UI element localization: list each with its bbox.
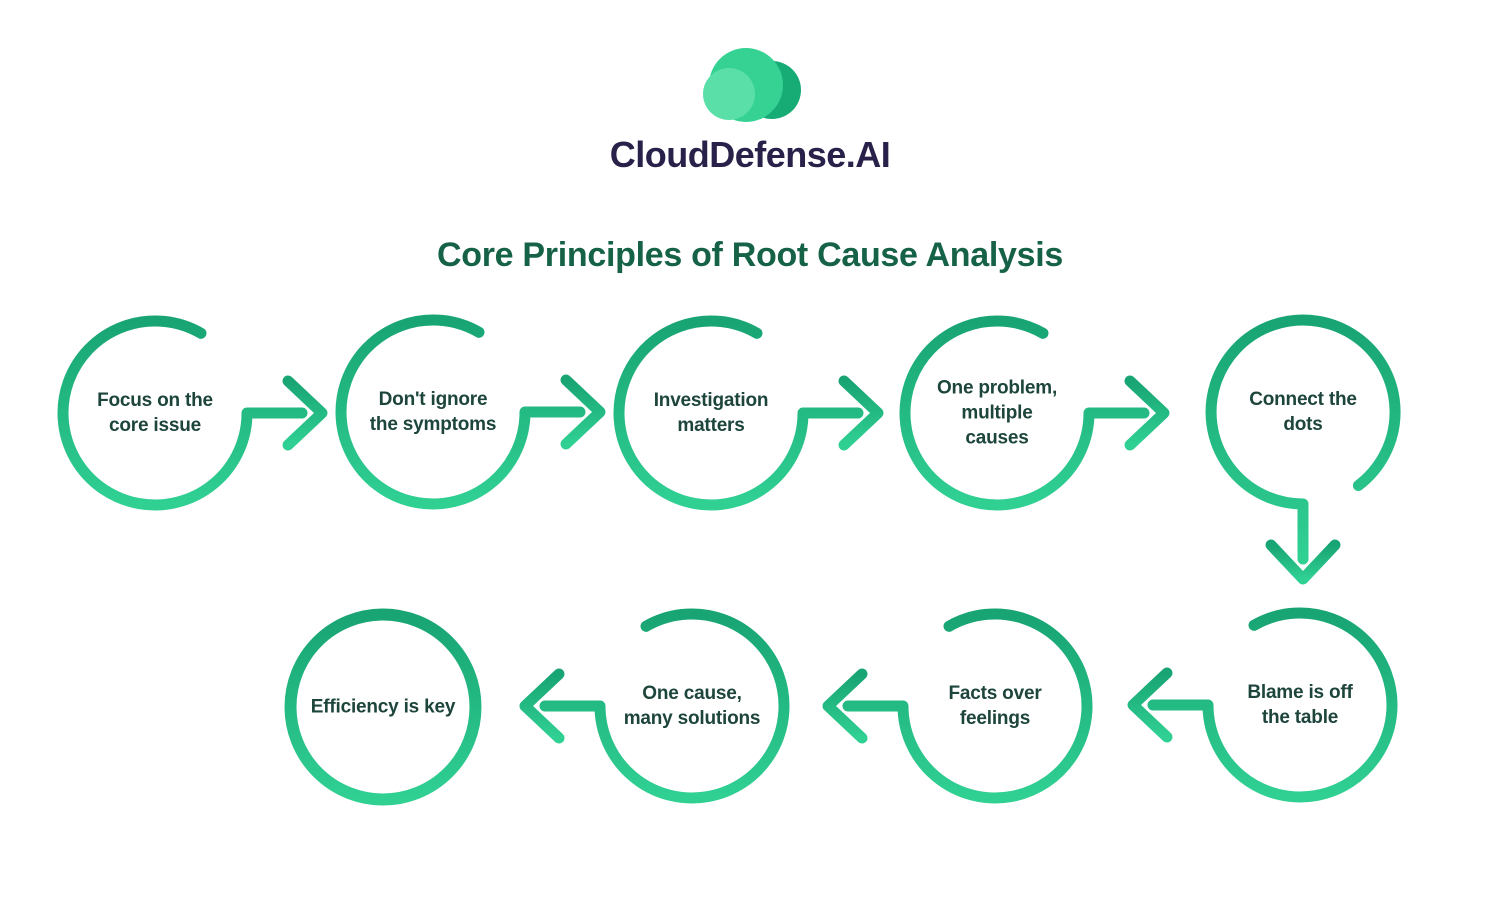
principle-node-9: Efficiency is key (278, 602, 498, 822)
arrow-down-icon (1265, 539, 1341, 585)
principle-node-2: Don't ignore the symptoms (328, 307, 618, 527)
circle-ring (1147, 607, 1398, 803)
principle-node-7: Facts over feelings (810, 601, 1100, 821)
principle-node-5: Connect the dots (1198, 307, 1418, 597)
principle-label-4: One problem, multiple causes (936, 377, 1058, 449)
arrow-left-icon (519, 668, 565, 744)
circle-graphic (284, 608, 482, 806)
circle-arrow-graphic (822, 608, 1093, 804)
circle-ring (57, 315, 308, 511)
circle-ring (335, 314, 586, 510)
arrow-right-icon (282, 375, 328, 451)
principle-label-8: One cause, many solutions (623, 682, 761, 729)
circle-ring (1205, 314, 1401, 565)
arrow-right-icon (838, 375, 884, 451)
principle-label-1: Focus on the core issue (97, 389, 213, 436)
circle-ring (899, 315, 1150, 511)
circle-arrow-graphic (335, 314, 606, 510)
principle-label-5: Connect the dots (1249, 388, 1357, 435)
principle-label-9: Efficiency is key (310, 696, 456, 718)
brand-name: CloudDefense.AI (609, 134, 891, 175)
circle-arrow-graphic (899, 315, 1170, 511)
circle-arrow-graphic (1205, 314, 1401, 585)
arrow-right-icon (560, 374, 606, 450)
cloud-icon (697, 47, 801, 125)
arrow-left-icon (822, 668, 868, 744)
circle-arrow-graphic (613, 315, 884, 511)
principle-label-6: Blame is off the table (1247, 681, 1353, 728)
principle-node-6: Blame is off the table (1115, 600, 1405, 820)
circle-ring (539, 608, 790, 804)
circle-arrow-graphic (519, 608, 790, 804)
arrow-right-icon (1124, 375, 1170, 451)
cloud-front-circle (703, 68, 755, 120)
principle-label-3: Investigation matters (653, 389, 769, 436)
principle-label-2: Don't ignore the symptoms (369, 388, 497, 435)
principle-node-4: One problem, multiple causes (892, 308, 1182, 528)
principle-node-8: One cause, many solutions (507, 601, 797, 821)
principle-node-1: Focus on the core issue (50, 308, 340, 528)
infographic-title: Core Principles of Root Cause Analysis (437, 236, 1063, 274)
circle-ring (842, 608, 1093, 804)
principle-label-7: Facts over feelings (948, 682, 1042, 729)
circle-ring (613, 315, 864, 511)
circle-arrow-graphic (57, 315, 328, 511)
arrow-left-icon (1127, 667, 1173, 743)
principle-node-3: Investigation matters (606, 308, 896, 528)
circle-arrow-graphic (1127, 607, 1398, 803)
circle-ring (284, 608, 482, 806)
